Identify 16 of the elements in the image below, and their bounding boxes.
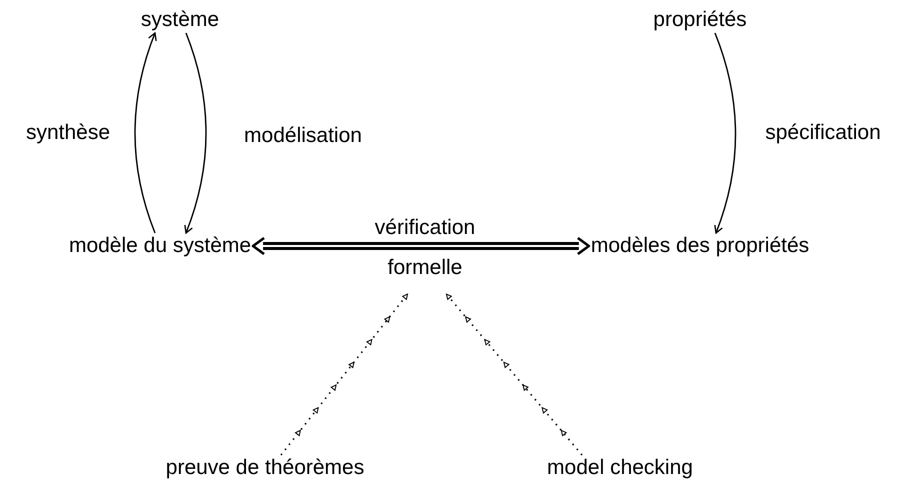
text-label: preuve de théorèmes [164,455,366,481]
edge-label: vérification formelle [374,215,476,281]
text-label: modèle du système [66,233,254,259]
text-label: système [138,7,222,33]
text-label: modèles des propriétés [588,233,812,259]
curved-arrow [184,32,207,234]
text-label: model checking [545,455,695,481]
edge-label: spécification [765,121,881,145]
double-arrow [252,236,590,256]
dotted-arrow [280,293,408,456]
curved-arrow [134,32,157,234]
text-label: propriétés [651,7,749,33]
dotted-arrow [446,293,583,456]
edge-label: modélisation [244,124,362,148]
curved-arrow [714,32,736,234]
edge-label: synthèse [26,121,110,145]
